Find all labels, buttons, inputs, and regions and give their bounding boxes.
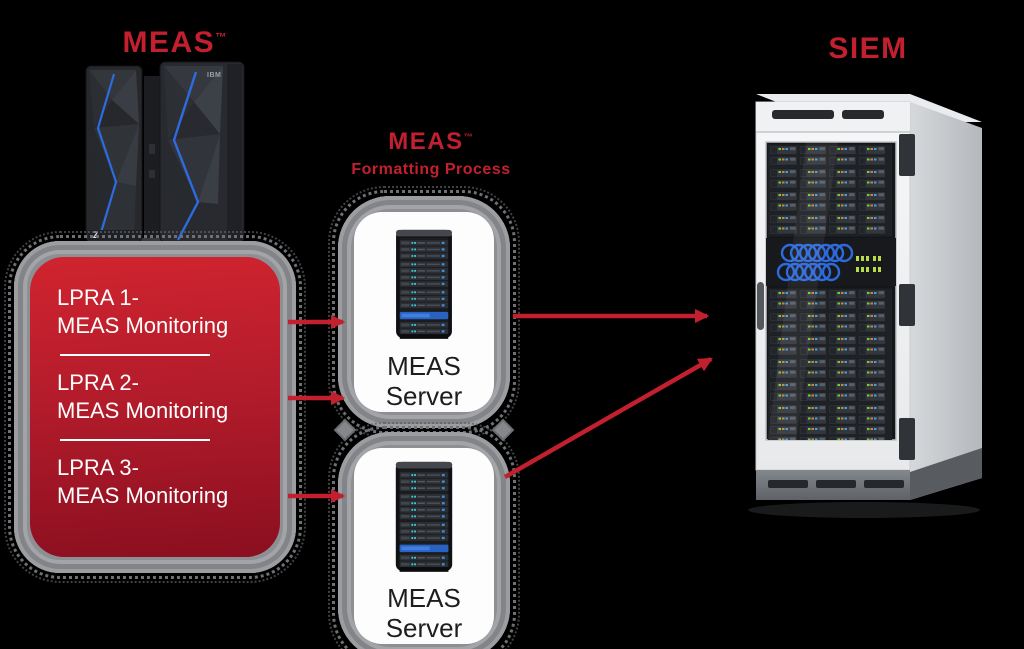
server-label-1-line2: Server: [385, 381, 463, 412]
lpar-item-3: LPRA 3- MEAS Monitoring: [57, 454, 280, 510]
lpar-item-1-line2: MEAS Monitoring: [57, 312, 229, 338]
server-tower-icon: [396, 229, 452, 339]
middle-subtitle: Formatting Process: [351, 161, 511, 178]
left-title-text: MEAS: [122, 26, 216, 59]
middle-title: MEAS™: [345, 128, 517, 156]
server-label-1-line1: MEAS: [387, 350, 461, 381]
siem-rack-icon: [748, 94, 982, 518]
server-tower-icon: [395, 461, 453, 572]
meas-server-card-1: MEAS Server: [354, 212, 494, 412]
divider: [60, 353, 210, 356]
meas-server-frame-1: MEAS Server: [328, 186, 520, 438]
meas-server-card-2: MEAS Server: [354, 448, 494, 644]
meas-server-frame-2: MEAS Server: [328, 422, 520, 649]
lpar-item-1: LPRA 1- MEAS Monitoring: [57, 284, 280, 340]
left-title-tm: ™: [215, 32, 228, 44]
left-title: MEAS™: [100, 26, 250, 60]
lpar-item-2-line1: LPRA 2-: [57, 369, 139, 395]
mainframe-left-tower: Z: [85, 65, 143, 243]
mainframe-ibm-brand: IBM: [207, 72, 221, 79]
mainframe-right-tower: IBM: [159, 61, 245, 243]
middle-title-tm: ™: [463, 132, 474, 142]
lpar-item-2: LPRA 2- MEAS Monitoring: [57, 369, 280, 425]
divider: [60, 438, 210, 441]
server-label-1: MEAS Server: [386, 351, 463, 412]
middle-title-text: MEAS: [388, 128, 464, 155]
arrow-server2-to-siem: [503, 357, 713, 479]
lpar-item-1-line1: LPRA 1-: [57, 285, 139, 310]
siem-drive-rows: [766, 142, 896, 440]
mainframe-gap: [144, 76, 160, 238]
lpar-item-3-line1: LPRA 3-: [57, 454, 139, 480]
server-label-2-line1: MEAS: [387, 582, 461, 613]
server-label-2: MEAS Server: [386, 583, 463, 644]
lpar-group-frame: LPRA 1- MEAS Monitoring LPRA 2- MEAS Mon…: [4, 231, 306, 583]
lpar-list: LPRA 1- MEAS Monitoring LPRA 2- MEAS Mon…: [30, 257, 280, 557]
server-label-2-line2: Server: [385, 613, 463, 644]
ibm-z-mainframe-icon: Z IBM: [85, 61, 245, 246]
siem-title: SIEM: [828, 32, 908, 65]
lpar-item-3-line2: MEAS Monitoring: [57, 482, 229, 508]
lpar-item-2-line2: MEAS Monitoring: [57, 397, 229, 423]
